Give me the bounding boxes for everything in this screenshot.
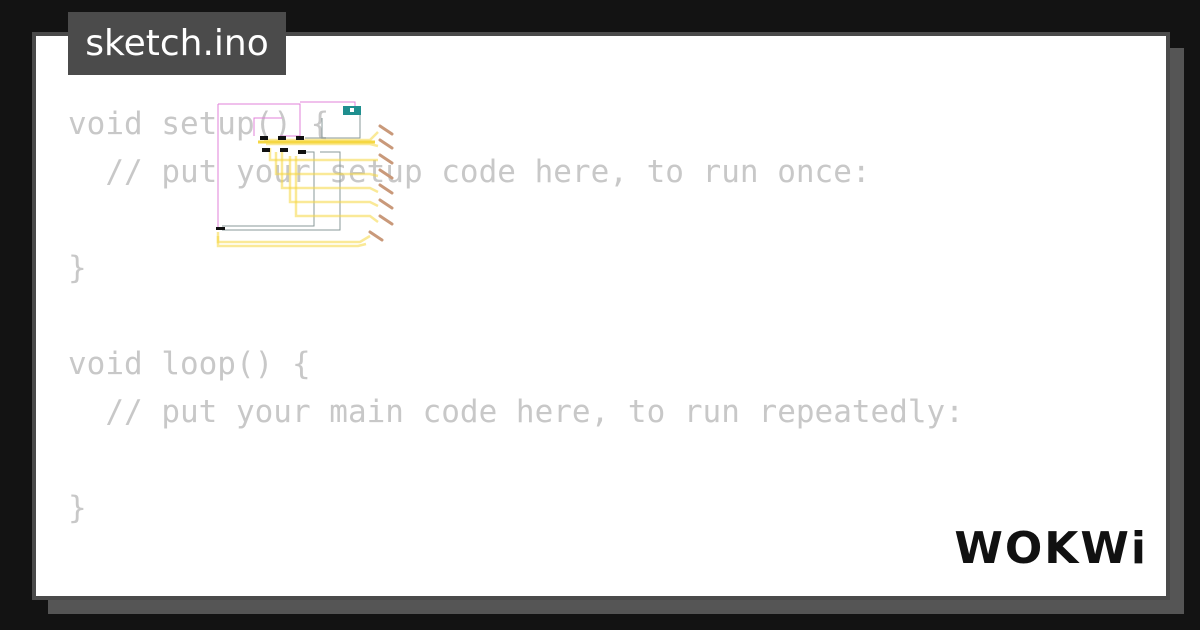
led-segment: [298, 150, 306, 154]
wire: [216, 236, 367, 248]
code-line: void loop() {: [68, 346, 311, 382]
circuit-diagram-preview: [216, 101, 394, 248]
wokwi-logo[interactable]: WOKWi: [954, 523, 1148, 574]
yellow-wires: [216, 131, 379, 248]
code-line: }: [68, 250, 87, 286]
code-line: void setup() {: [68, 106, 330, 142]
wire: [253, 117, 282, 136]
wire: [218, 103, 301, 137]
wire: [288, 156, 379, 208]
code-editor: void setup() { // put your setup code he…: [68, 100, 964, 532]
wire: [217, 104, 224, 229]
resistor: [378, 183, 394, 195]
code-line: [68, 196, 964, 244]
wire: [280, 152, 379, 194]
led-segment: [262, 148, 270, 152]
wire: [274, 152, 379, 178]
code-line: [68, 436, 964, 484]
microcontroller-board: [343, 106, 361, 115]
resistor: [378, 124, 394, 136]
resistor: [378, 153, 394, 165]
code-line: // put your setup code here, to run once…: [68, 154, 871, 190]
board-chip: [350, 108, 354, 112]
file-tab[interactable]: sketch.ino: [68, 12, 286, 75]
wire: [294, 156, 379, 223]
code-line: }: [68, 490, 87, 526]
resistor: [378, 214, 394, 226]
project-card[interactable]: [32, 32, 1170, 600]
led-segments: [216, 136, 306, 230]
led-segment: [216, 227, 225, 230]
wire: [222, 151, 341, 231]
wire: [268, 148, 378, 162]
led-segment: [278, 136, 286, 140]
resistor: [368, 230, 384, 242]
wire: [216, 232, 371, 244]
resistor: [378, 168, 394, 180]
resistor: [378, 198, 394, 210]
wire: [305, 114, 361, 139]
code-line: // put your main code here, to run repea…: [68, 394, 964, 430]
pink-wires: [217, 101, 356, 229]
wire: [266, 142, 379, 148]
led-segment: [280, 148, 288, 152]
code-line: [68, 292, 964, 340]
led-segment: [260, 136, 268, 140]
resistors: [368, 124, 394, 242]
led-segment: [296, 136, 304, 140]
resistor: [378, 138, 394, 150]
